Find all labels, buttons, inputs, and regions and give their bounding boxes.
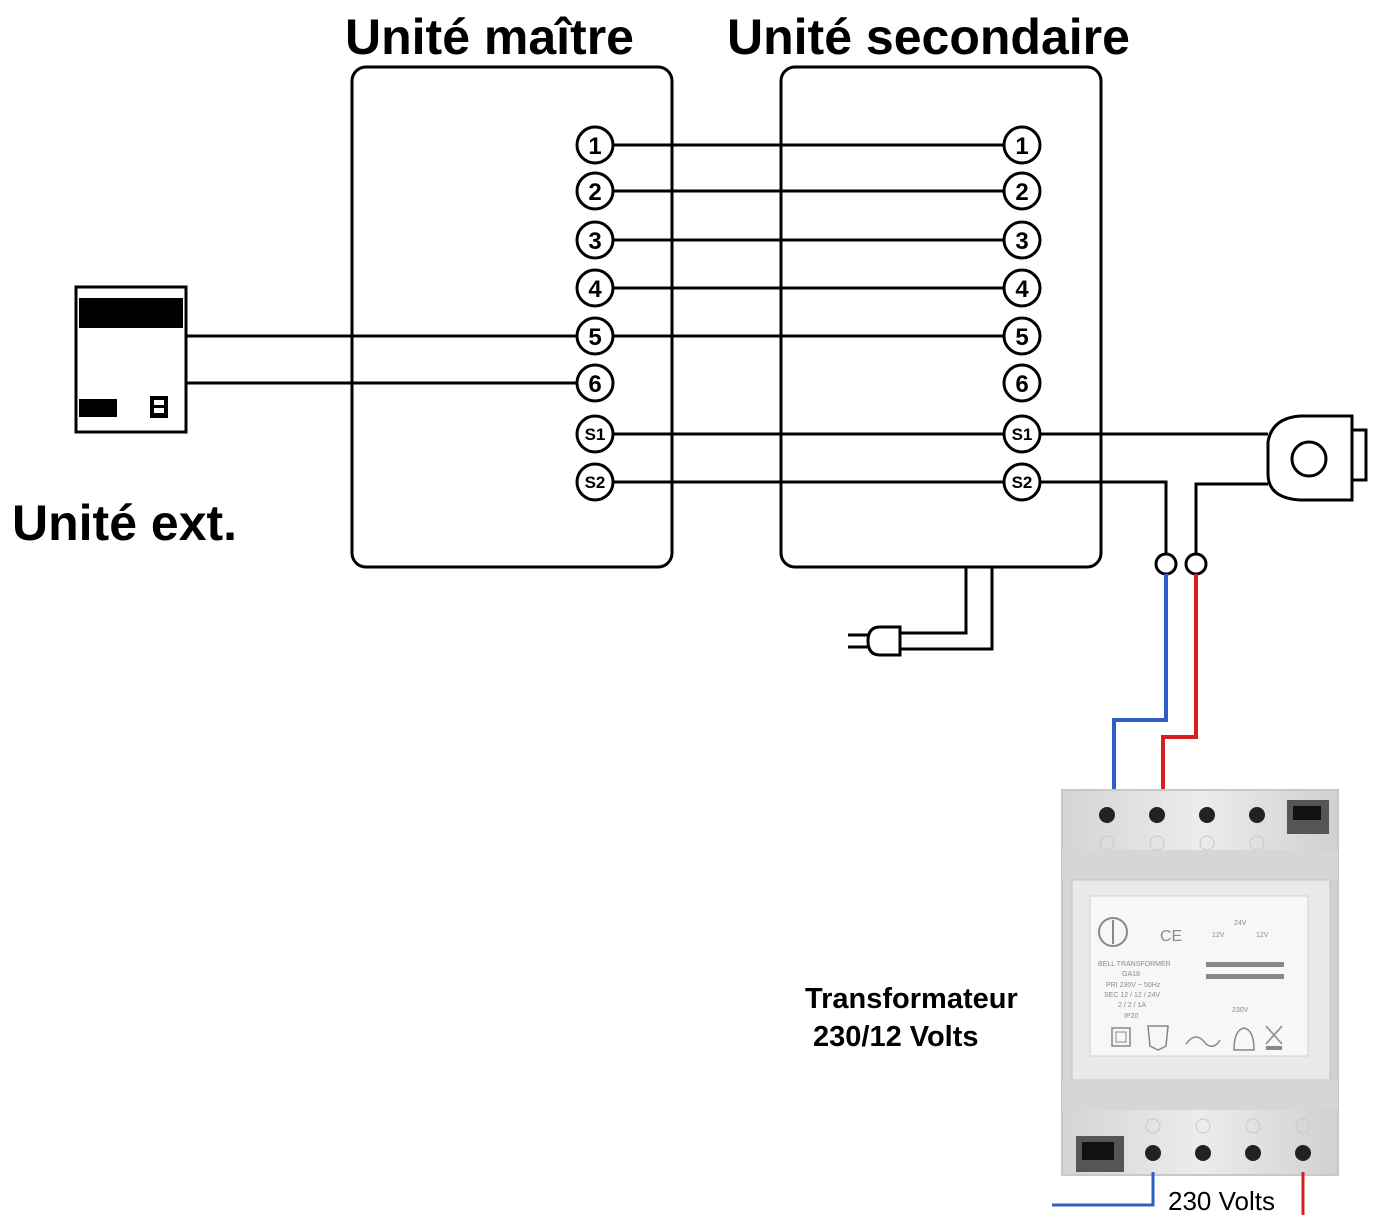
secondary-terminal-s1: S1 bbox=[1002, 414, 1042, 454]
master-terminals: 1 2 3 4 5 6 S1 S2 bbox=[575, 125, 615, 502]
master-terminal-1: 1 bbox=[575, 125, 615, 165]
secondary-unit-title: Unité secondaire bbox=[727, 9, 1130, 65]
svg-text:S1: S1 bbox=[585, 425, 606, 444]
secondary-unit-box bbox=[779, 65, 1103, 569]
secondary-terminal-6: 6 bbox=[1002, 363, 1042, 403]
wire-connectors bbox=[1154, 552, 1208, 576]
svg-text:GA18: GA18 bbox=[1122, 971, 1140, 978]
svg-text:SEC 12 / 12 / 24V: SEC 12 / 12 / 24V bbox=[1104, 992, 1160, 999]
svg-text:PRI 230V ~ 50Hz: PRI 230V ~ 50Hz bbox=[1106, 982, 1161, 989]
master-terminal-2: 2 bbox=[575, 171, 615, 211]
secondary-terminal-3: 3 bbox=[1002, 220, 1042, 260]
outdoor-unit-title: Unité ext. bbox=[12, 495, 237, 551]
master-terminal-3: 3 bbox=[575, 220, 615, 260]
svg-text:2: 2 bbox=[1015, 179, 1028, 206]
power-plug-icon bbox=[848, 567, 994, 657]
secondary-terminal-2: 2 bbox=[1002, 171, 1042, 211]
master-terminal-4: 4 bbox=[575, 268, 615, 308]
svg-text:12V: 12V bbox=[1212, 932, 1225, 939]
svg-text:1: 1 bbox=[588, 133, 601, 160]
svg-text:CE: CE bbox=[1160, 928, 1182, 945]
chime-wires bbox=[1040, 432, 1268, 554]
red-wire bbox=[1161, 574, 1198, 790]
secondary-terminal-5: 5 bbox=[1002, 316, 1042, 356]
svg-text:5: 5 bbox=[1015, 324, 1028, 351]
svg-text:230V: 230V bbox=[1232, 1007, 1249, 1014]
svg-text:6: 6 bbox=[588, 371, 601, 398]
svg-text:3: 3 bbox=[588, 228, 601, 255]
outdoor-unit-icon bbox=[74, 285, 188, 434]
svg-text:12V: 12V bbox=[1256, 932, 1269, 939]
svg-text:4: 4 bbox=[1015, 276, 1029, 303]
interconnect-wires bbox=[614, 143, 1003, 484]
secondary-terminal-4: 4 bbox=[1002, 268, 1042, 308]
master-unit-box bbox=[350, 65, 674, 569]
svg-text:3: 3 bbox=[1015, 228, 1028, 255]
mains-voltage-label: 230 Volts bbox=[1168, 1186, 1275, 1215]
outdoor-unit-wires bbox=[186, 334, 576, 385]
svg-text:1: 1 bbox=[1015, 133, 1028, 160]
svg-text:S2: S2 bbox=[585, 473, 606, 492]
svg-text:5: 5 bbox=[588, 324, 601, 351]
svg-text:S2: S2 bbox=[1012, 473, 1033, 492]
svg-text:IP20: IP20 bbox=[1124, 1013, 1139, 1020]
secondary-terminal-s2: S2 bbox=[1002, 462, 1042, 502]
master-terminal-6: 6 bbox=[575, 363, 615, 403]
svg-text:S1: S1 bbox=[1012, 425, 1033, 444]
blue-wire bbox=[1112, 574, 1168, 790]
transformer-rating-label: 230/12 Volts bbox=[813, 1021, 979, 1053]
mains-blue-wire bbox=[1052, 1172, 1155, 1207]
svg-text:BELL TRANSFORMER: BELL TRANSFORMER bbox=[1098, 961, 1171, 968]
svg-text:6: 6 bbox=[1015, 371, 1028, 398]
transformer-device: CE 24V 12V 12V BELL TRANSFORMER GA18 PRI… bbox=[1061, 789, 1339, 1176]
secondary-terminals: 1 2 3 4 5 6 S1 S2 bbox=[1002, 125, 1042, 502]
bell-chime-icon bbox=[1266, 414, 1368, 502]
master-terminal-s2: S2 bbox=[575, 462, 615, 502]
svg-text:2: 2 bbox=[588, 179, 601, 206]
svg-text:2 / 2 / 1A: 2 / 2 / 1A bbox=[1118, 1002, 1146, 1009]
secondary-terminal-1: 1 bbox=[1002, 125, 1042, 165]
svg-text:24V: 24V bbox=[1234, 920, 1247, 927]
svg-text:4: 4 bbox=[588, 276, 602, 303]
transformer-label: Transformateur bbox=[805, 983, 1018, 1015]
master-unit-title: Unité maître bbox=[345, 9, 634, 65]
master-terminal-5: 5 bbox=[575, 316, 615, 356]
master-terminal-s1: S1 bbox=[575, 414, 615, 454]
